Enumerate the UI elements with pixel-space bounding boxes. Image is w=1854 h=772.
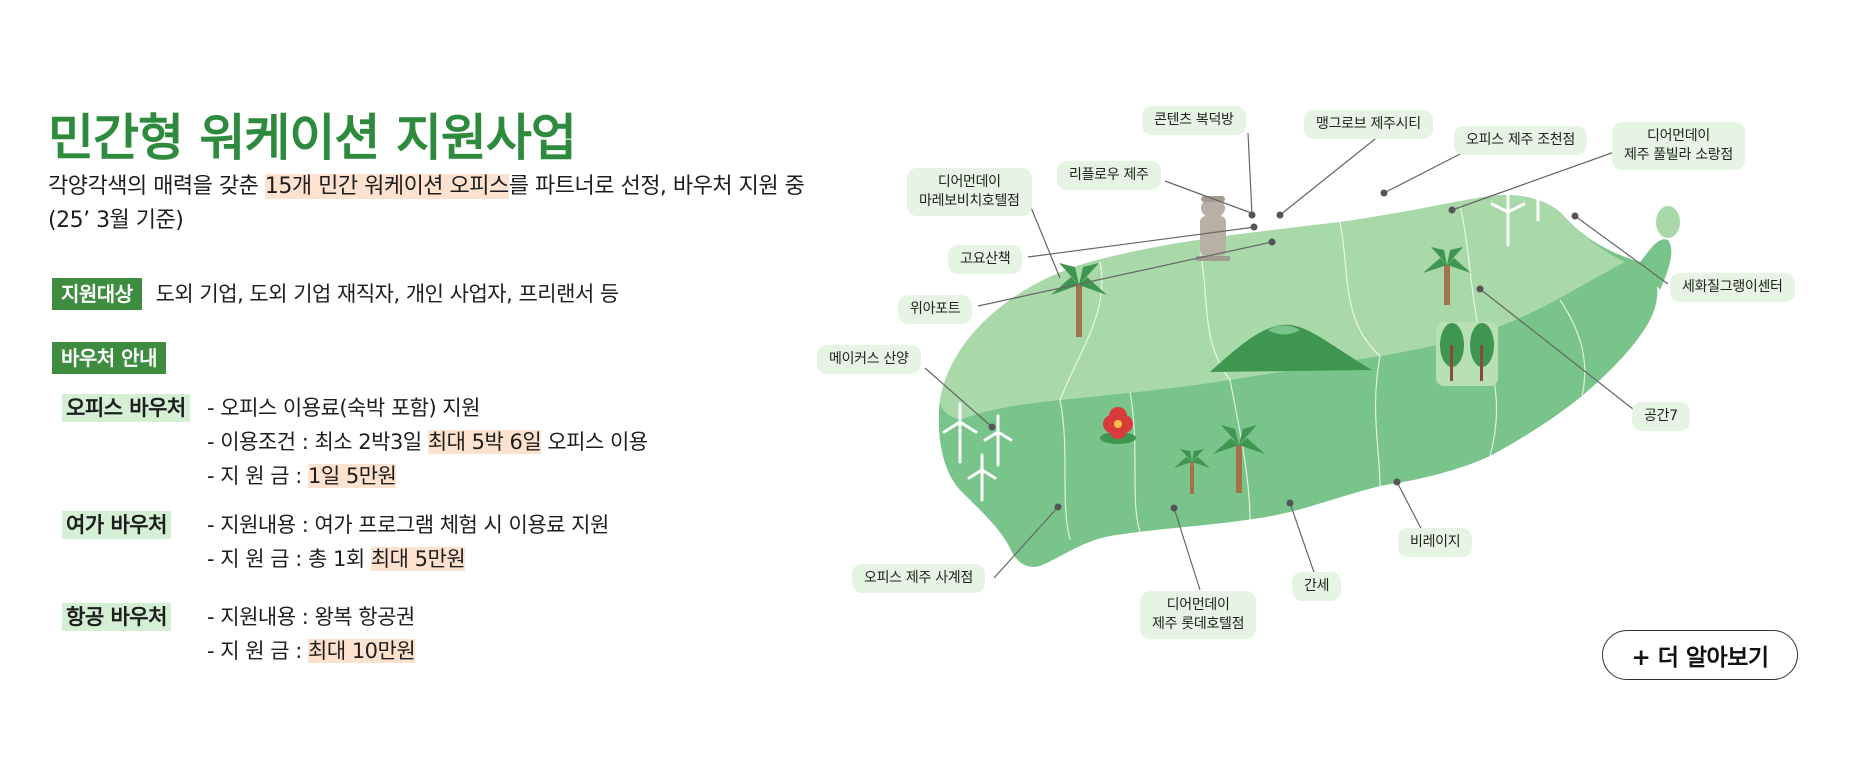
page-description: 각양각색의 매력을 갖춘 15개 민간 워케이션 오피스를 파트너로 선정, 바… <box>48 170 805 238</box>
office-voucher-line-1: - 오피스 이용료(숙박 포함) 지원 <box>207 396 481 420</box>
palm-tree-icon <box>1174 449 1210 494</box>
page-title: 민간형 워케이션 지원사업 <box>48 109 577 167</box>
map-label-refloww-jeju[interactable]: 리플로우 제주 <box>1057 161 1161 190</box>
voucher-guide-tag: 바우처 안내 <box>52 342 166 374</box>
support-target-tag: 지원대상 <box>52 278 142 310</box>
map-label-contents-bookdeok[interactable]: 콘텐츠 복덕방 <box>1142 106 1246 135</box>
leisure-voucher-line-2: - 지 원 금 : 총 1회 최대 5만원 <box>207 547 466 571</box>
description-highlight: 15개 민간 워케이션 오피스 <box>264 174 509 199</box>
map-label-mangrove-jeju-city[interactable]: 맹그로브 제주시티 <box>1304 110 1433 139</box>
udo-island <box>1656 206 1680 238</box>
leader-lines <box>924 132 1669 591</box>
camellia-flower-icon <box>1100 407 1136 444</box>
map-label-office-jeju-sagye[interactable]: 오피스 제주 사계점 <box>852 564 985 593</box>
map-label-sehwa-center[interactable]: 세화질그랭이센터 <box>1670 273 1795 302</box>
seongsan-peninsula <box>1640 239 1672 290</box>
leisure-voucher-line-1: - 지원내용 : 여가 프로그램 체험 시 이용료 지원 <box>207 513 609 537</box>
map-label-wiaport[interactable]: 위아포트 <box>898 295 973 324</box>
wind-turbine-icon <box>942 402 1013 502</box>
flight-voucher-line-2: - 지 원 금 : 최대 10만원 <box>207 639 416 663</box>
voucher-guide-tag-wrap: 바우처 안내 <box>52 342 166 374</box>
hallasan-mountain <box>1210 324 1372 372</box>
palm-tree-icon <box>1213 425 1265 493</box>
wind-turbine-icon <box>1490 173 1553 247</box>
leisure-voucher-name: 여가 바우처 <box>62 511 171 539</box>
map-label-office-jeju-jocheon[interactable]: 오피스 제주 조천점 <box>1454 126 1587 155</box>
map-label-birage[interactable]: 비레이지 <box>1398 528 1473 557</box>
map-label-goyo-sanchaek[interactable]: 고요산책 <box>948 245 1023 274</box>
description-line-2: (25’ 3월 기준) <box>48 208 184 233</box>
learn-more-button[interactable]: + 더 알아보기 <box>1602 630 1798 680</box>
description-line-1: 각양각색의 매력을 갖춘 15개 민간 워케이션 오피스를 파트너로 선정, 바… <box>48 174 805 199</box>
location-dots <box>988 189 1579 512</box>
map-label-makers-sanyang[interactable]: 메이커스 산양 <box>817 345 921 374</box>
dol-hareubang-icon <box>1196 196 1230 261</box>
palm-tree-icon <box>1423 247 1471 305</box>
map-label-space7[interactable]: 공간7 <box>1632 402 1690 431</box>
office-voucher-line-3: - 지 원 금 : 1일 5만원 <box>207 464 397 488</box>
flight-voucher-name: 항공 바우처 <box>62 603 171 631</box>
office-voucher-line-2: - 이용조건 : 최소 2박3일 최대 5박 6일 오피스 이용 <box>207 430 648 454</box>
support-target-text: 도외 기업, 도외 기업 재직자, 개인 사업자, 프리랜서 등 <box>155 282 620 306</box>
support-target-row: 지원대상 도외 기업, 도외 기업 재직자, 개인 사업자, 프리랜서 등 <box>52 278 619 310</box>
flight-voucher-line-1: - 지원내용 : 왕복 항공권 <box>207 605 415 629</box>
forest-icon <box>1436 322 1498 386</box>
map-label-ganse[interactable]: 간세 <box>1292 572 1342 601</box>
office-voucher-name: 오피스 바우처 <box>62 394 190 422</box>
